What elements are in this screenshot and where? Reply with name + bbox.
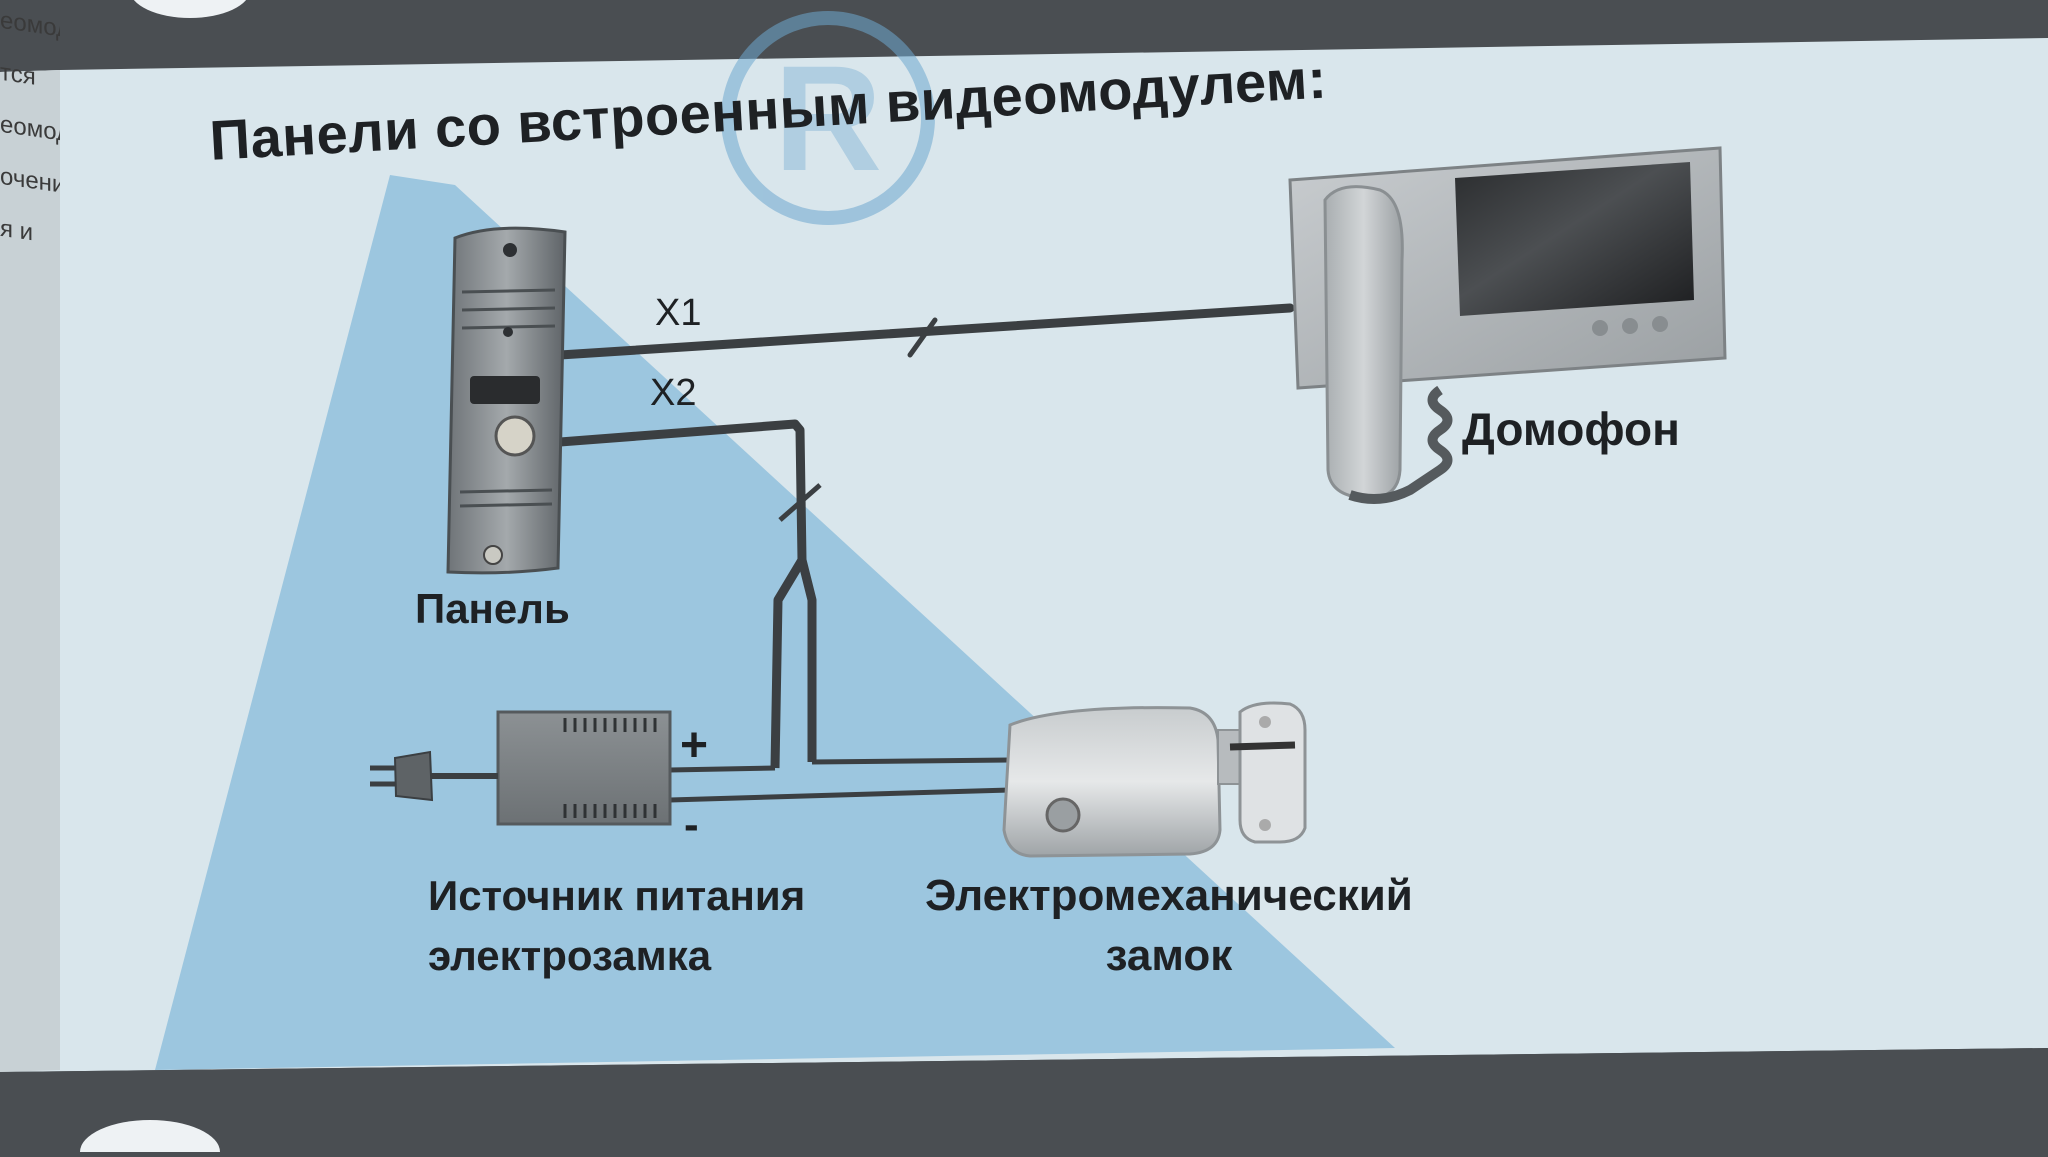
svg-text:R: R <box>774 34 882 202</box>
registered-logo: R <box>721 11 935 225</box>
side-text-line: еомодул <box>0 6 60 48</box>
intercom-label: Домофон <box>1462 403 1680 455</box>
power-supply-label-line2: электрозамка <box>428 932 712 979</box>
side-text-line: очени <box>0 162 60 199</box>
side-text-line: еомоду <box>0 110 60 150</box>
side-page-text: еомодул тся еомоду очени я и <box>0 0 60 824</box>
corner-circle-top <box>133 0 247 18</box>
lock-label: Электромеханический замок <box>925 866 1413 986</box>
side-text-line: тся <box>0 58 36 91</box>
left-margin-shade <box>0 70 60 1072</box>
plus-terminal-label: + <box>680 719 709 772</box>
wire-x2 <box>559 419 822 769</box>
power-supply-label: Источник питания электрозамка <box>428 866 805 986</box>
intercom-monitor-device <box>1288 146 1727 504</box>
bottom-dark-band <box>0 1048 2048 1152</box>
lock-label-line2: замок <box>1105 931 1233 980</box>
lock-label-line1: Электромеханический <box>925 871 1413 920</box>
wire-x1 <box>555 303 1295 360</box>
wire-lock-power <box>669 757 1011 803</box>
minus-terminal-label: - <box>684 800 699 849</box>
side-text-line: я и <box>0 214 34 247</box>
corner-circle-bottom <box>80 1120 220 1157</box>
wire-label-x1: X1 <box>655 292 702 334</box>
top-dark-band <box>0 0 2048 72</box>
wire-label-x2: X2 <box>650 372 697 414</box>
panel-label: Панель <box>415 585 570 632</box>
power-supply-label-line1: Источник питания <box>428 872 806 919</box>
power-supply-device <box>370 710 672 826</box>
call-panel-device <box>446 226 567 575</box>
electromechanical-lock-device <box>1002 701 1307 858</box>
